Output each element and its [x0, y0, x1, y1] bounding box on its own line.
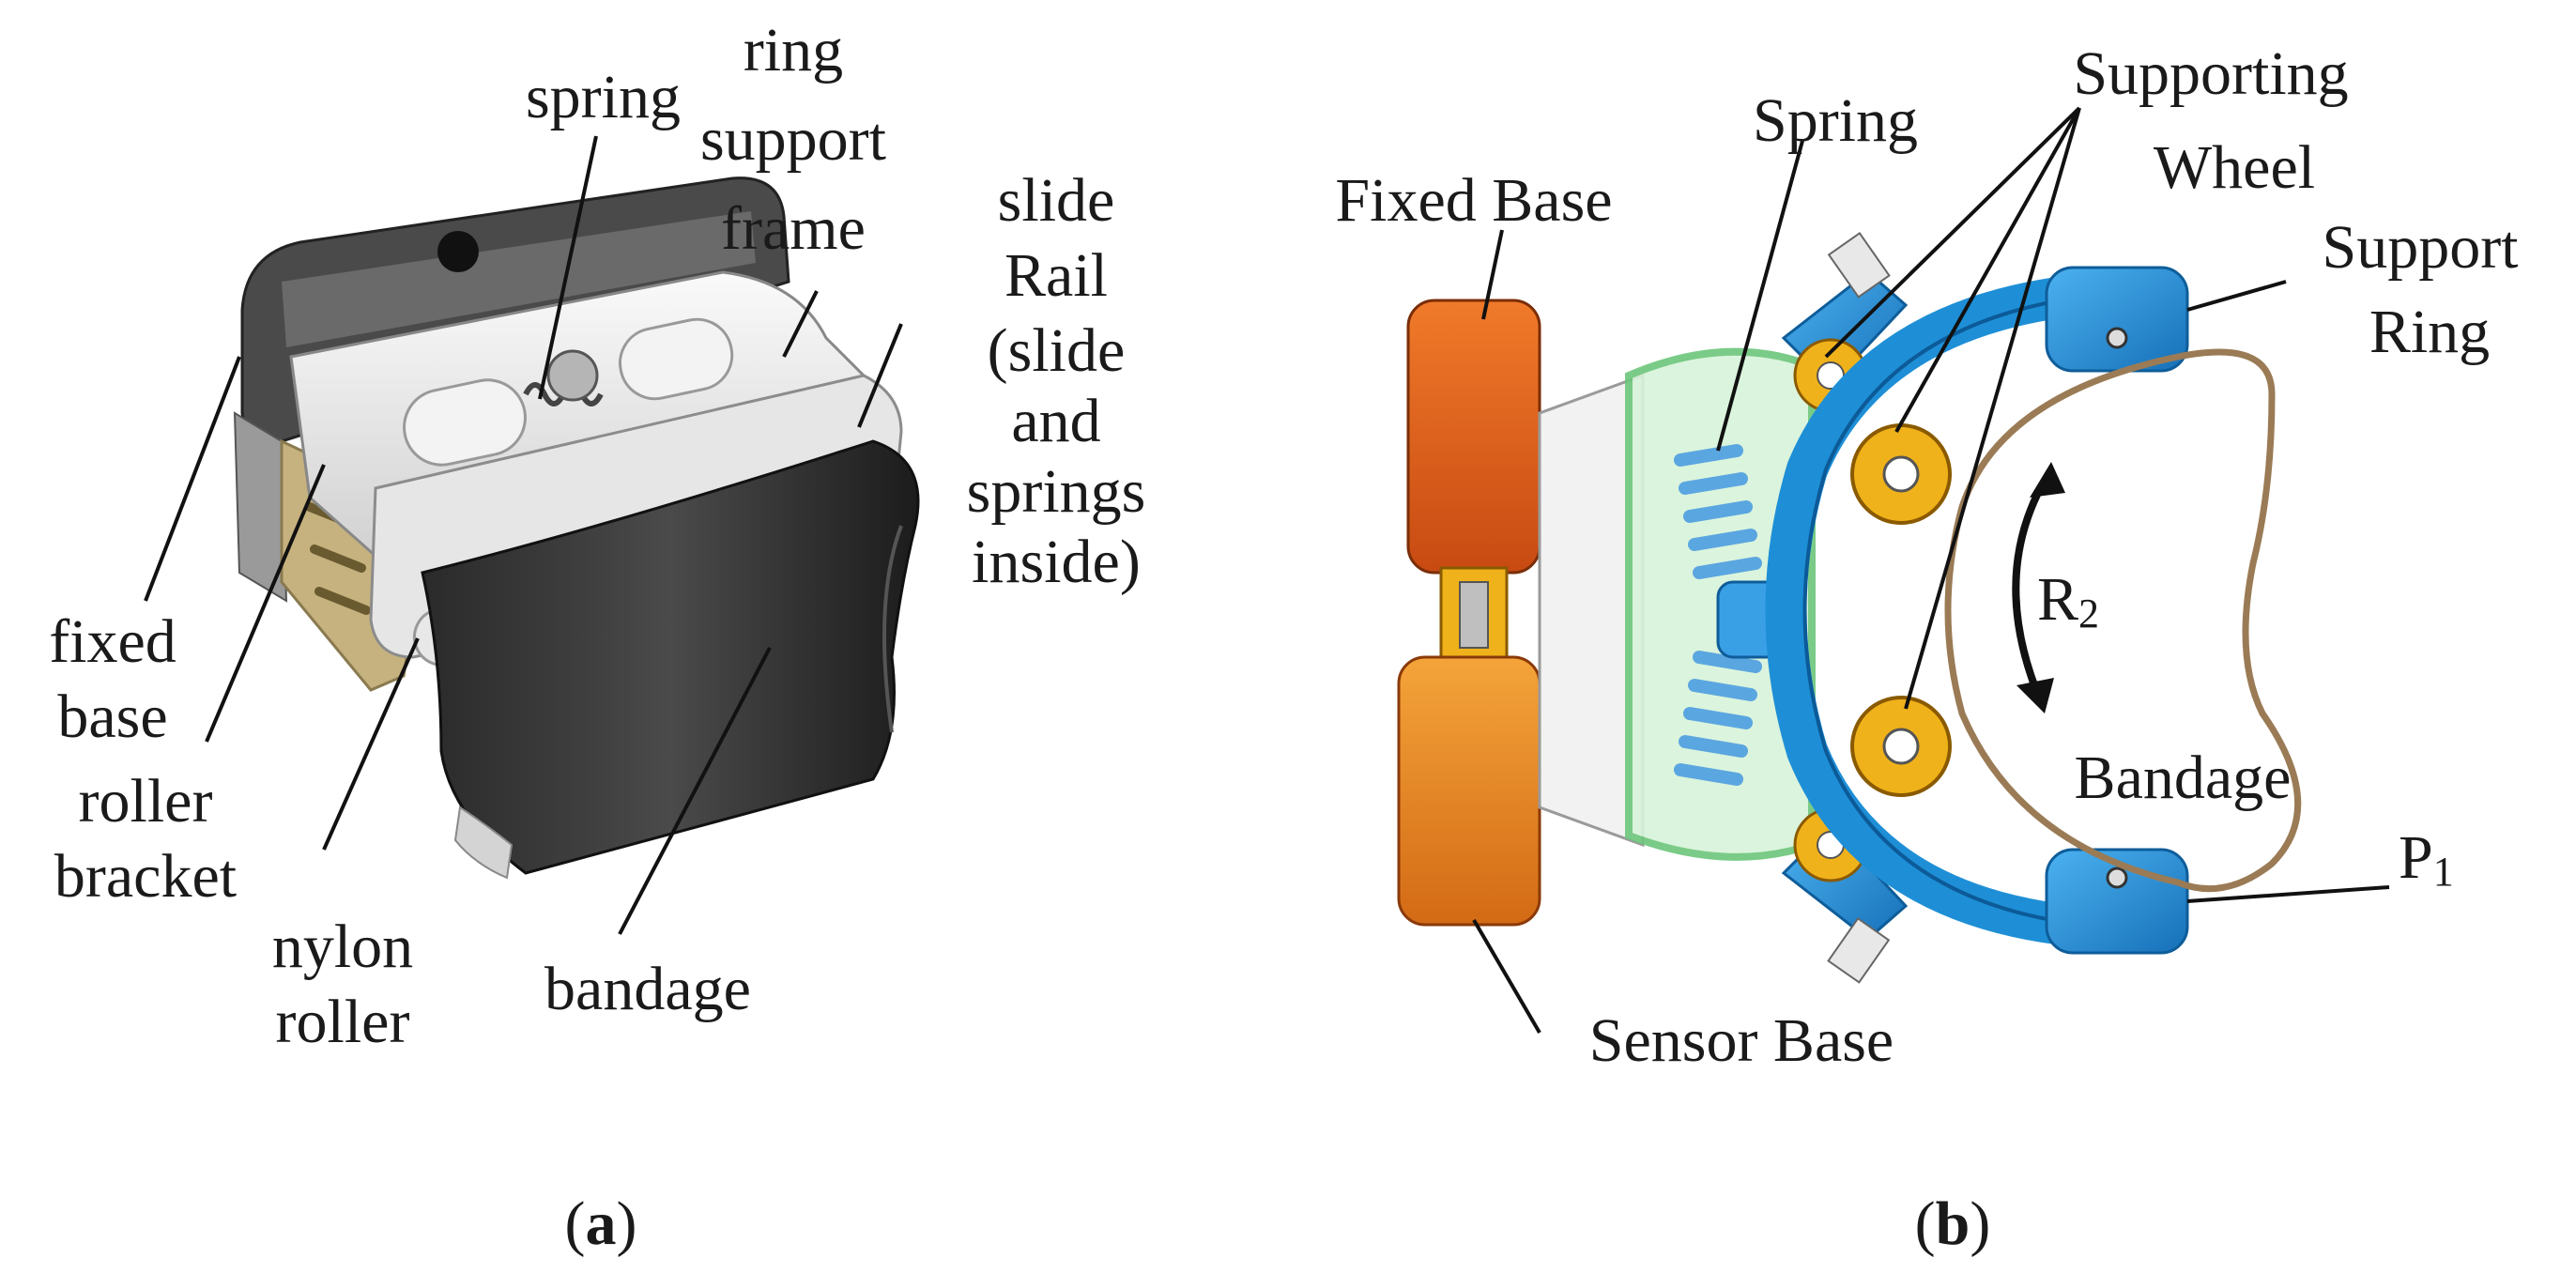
label-fixed-base-b: Fixed Base [1335, 166, 1612, 235]
label-spring-b: Spring [1753, 86, 1918, 155]
label-slide-rail-line1: slide [998, 166, 1115, 235]
caption-b-letter: b [1936, 1189, 1970, 1258]
panel-b-labels: Fixed Base Spring Supporting Wheel Suppo… [1335, 39, 2518, 1075]
label-sensor-base: Sensor Base [1589, 1006, 1894, 1075]
label-support-ring-line2: Ring [2369, 298, 2490, 366]
panel-a-labels: spring ring support frame slide Rail (sl… [49, 16, 1145, 1056]
panel-b-leaders [1472, 106, 2390, 1035]
label-roller-bracket-line2: bracket [54, 842, 237, 911]
support-ring-part [1765, 270, 2132, 950]
spring-coil-upper [1674, 444, 1762, 579]
label-ring-support-frame-line1: ring [744, 16, 843, 84]
label-ring-support-frame-line2: support [700, 105, 886, 174]
label-p1-sub: 1 [2433, 849, 2454, 895]
label-supporting-wheel-line2: Wheel [2154, 133, 2315, 202]
label-fixed-base-line1: fixed [49, 607, 176, 676]
panel-a-drawing [233, 176, 920, 880]
svg-text:(a): (a) [565, 1189, 637, 1258]
label-supporting-wheel-line1: Supporting [2073, 39, 2348, 108]
label-p1: P1 [2399, 823, 2454, 895]
label-nylon-roller-line2: roller [276, 988, 410, 1056]
label-r2-main: R [2037, 565, 2078, 634]
label-slide-rail-line5: springs [967, 457, 1146, 526]
spring-coil-lower [1674, 651, 1762, 786]
label-roller-bracket-line1: roller [79, 767, 213, 836]
caption-a-letter: a [586, 1189, 617, 1258]
label-nylon-roller-line1: nylon [272, 913, 413, 981]
svg-text:(b): (b) [1915, 1189, 1991, 1258]
label-ring-support-frame-line3: frame [721, 194, 866, 263]
label-slide-rail-line3: (slide [988, 316, 1126, 385]
label-bandage-a: bandage [544, 955, 751, 1023]
label-spring-a: spring [526, 63, 681, 131]
label-p1-main: P [2399, 823, 2433, 892]
label-r2-sub: 2 [2078, 590, 2099, 636]
label-support-ring-line1: Support [2322, 213, 2518, 282]
label-slide-rail-line2: Rail [1004, 241, 1108, 310]
label-bandage-b: Bandage [2075, 744, 2292, 812]
sensor-base-block [1397, 655, 1541, 927]
label-fixed-base-line2: base [57, 683, 167, 751]
caption-a: (a) [565, 1189, 637, 1258]
fixed-base-block [1406, 299, 1541, 575]
bandage-part [421, 439, 920, 875]
panel-a-leaders [144, 135, 903, 935]
panel-b-drawing [1397, 232, 2302, 984]
caption-b: (b) [1915, 1189, 1991, 1258]
label-slide-rail-line6: inside) [972, 528, 1141, 596]
label-r2: R2 [2037, 565, 2099, 636]
label-slide-rail-line4: and [1011, 387, 1100, 455]
